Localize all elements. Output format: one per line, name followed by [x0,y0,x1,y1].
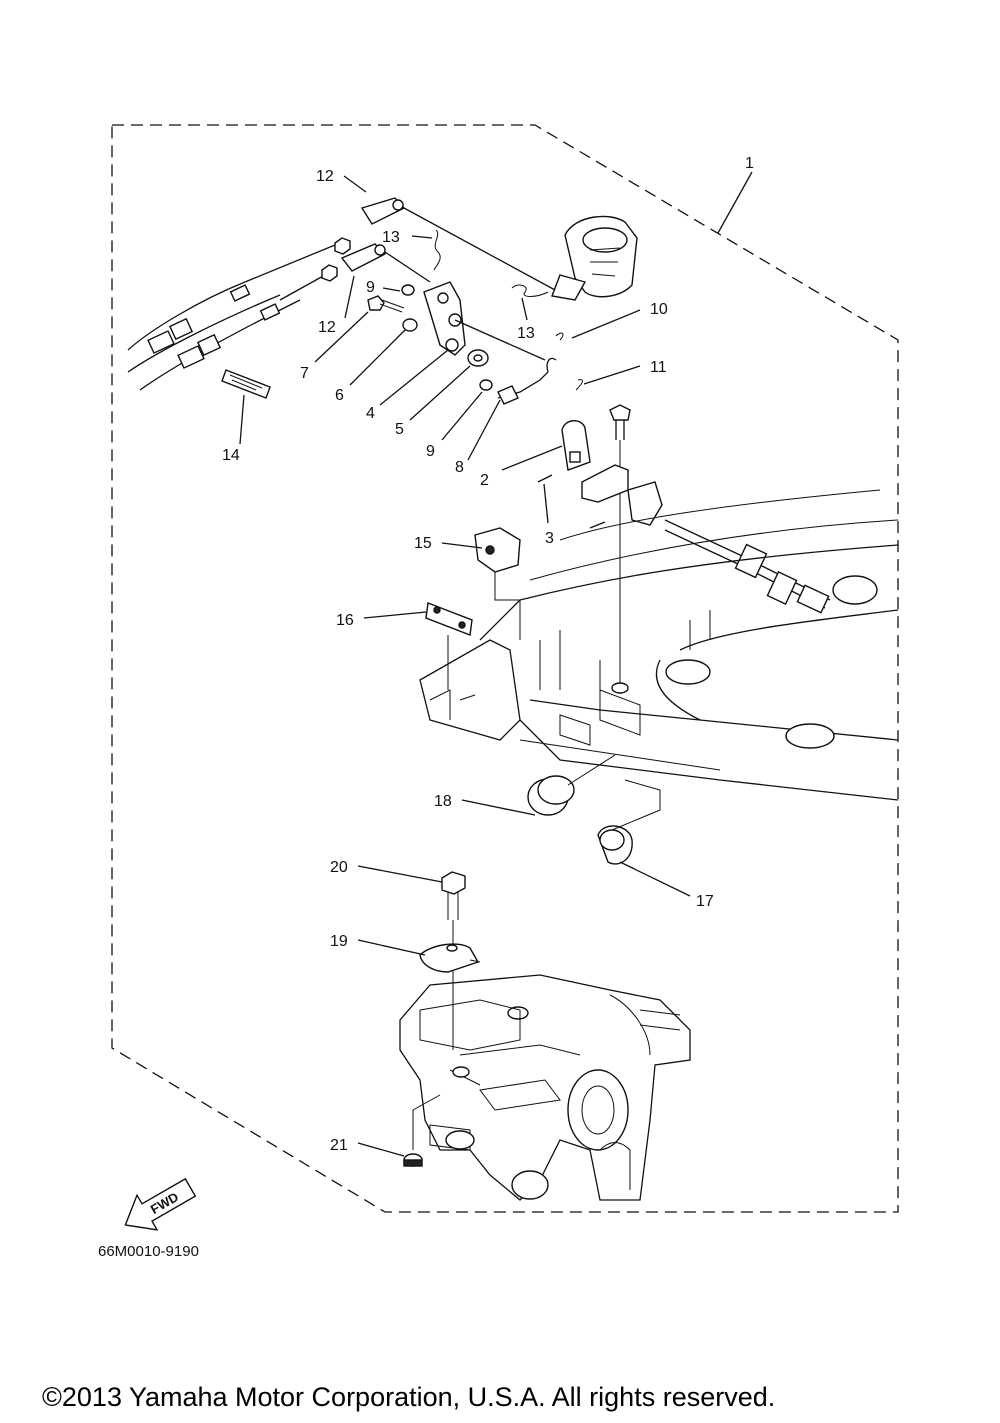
callout-15: 15 [414,535,432,552]
callout-21: 21 [330,1137,348,1154]
bottom-cowling [419,489,899,801]
bracket-19 [419,943,481,973]
leader-1 [717,171,753,234]
bolt-20 [441,871,466,1050]
shaft-bracket [581,464,663,529]
washer-9b [479,379,493,391]
callout-1: 1 [745,155,754,172]
throttle-shaft [664,519,831,614]
callout-4: 4 [366,405,375,422]
washer-6 [402,318,418,332]
grommet-21 [403,1094,441,1167]
callout-12b: 12 [318,319,336,336]
cable-joints [340,197,556,291]
washer-9a [401,284,415,296]
callout-2: 2 [480,472,489,489]
plate-16 [425,602,473,690]
drawing-code: 66M0010-9190 [98,1243,199,1260]
throttle-cam-lever [561,420,591,471]
copyright-notice: ©2013 Yamaha Motor Corporation, U.S.A. A… [42,1382,775,1412]
callout-17: 17 [696,893,714,910]
callout-16: 16 [336,612,354,629]
callout-10: 10 [650,301,668,318]
grommet-17 [597,779,661,865]
fwd-arrow-icon: FWD [124,1177,197,1231]
callout-20: 20 [330,859,348,876]
callout-14: 14 [222,447,240,464]
cable-nuts [321,237,351,282]
callout-11: 11 [650,359,667,376]
pin-3 [537,474,553,483]
bolt-7 [367,295,405,313]
throttle-cam [551,215,638,301]
grommet-18 [527,754,616,816]
clip-10 [555,332,564,341]
callout-19: 19 [330,933,348,950]
leader-lines [239,175,691,1157]
callout-5: 5 [395,421,404,438]
clip-13b [511,284,549,297]
callout-9b: 9 [426,443,435,460]
lower-bracket [399,974,691,1201]
callout-7: 7 [300,365,309,382]
callout-13b: 13 [517,325,535,342]
link-rod-8-end [497,385,519,405]
callout-18: 18 [434,793,452,810]
clip-13a [433,229,441,271]
grommet-15 [474,527,521,640]
link-rod-8 [497,357,557,399]
control-cables [127,244,336,391]
callout-8: 8 [455,459,464,476]
collar-5 [467,349,489,367]
clip-11 [575,379,583,391]
assembly-boundary [111,124,899,1213]
callout-9a: 9 [366,279,375,296]
bolt-vertical [609,404,631,690]
callout-6: 6 [335,387,344,404]
callout-13a: 13 [382,229,400,246]
throttle-lever [423,281,546,361]
callout-12a: 12 [316,168,334,185]
label-14 [221,369,271,399]
callout-3: 3 [545,530,554,547]
